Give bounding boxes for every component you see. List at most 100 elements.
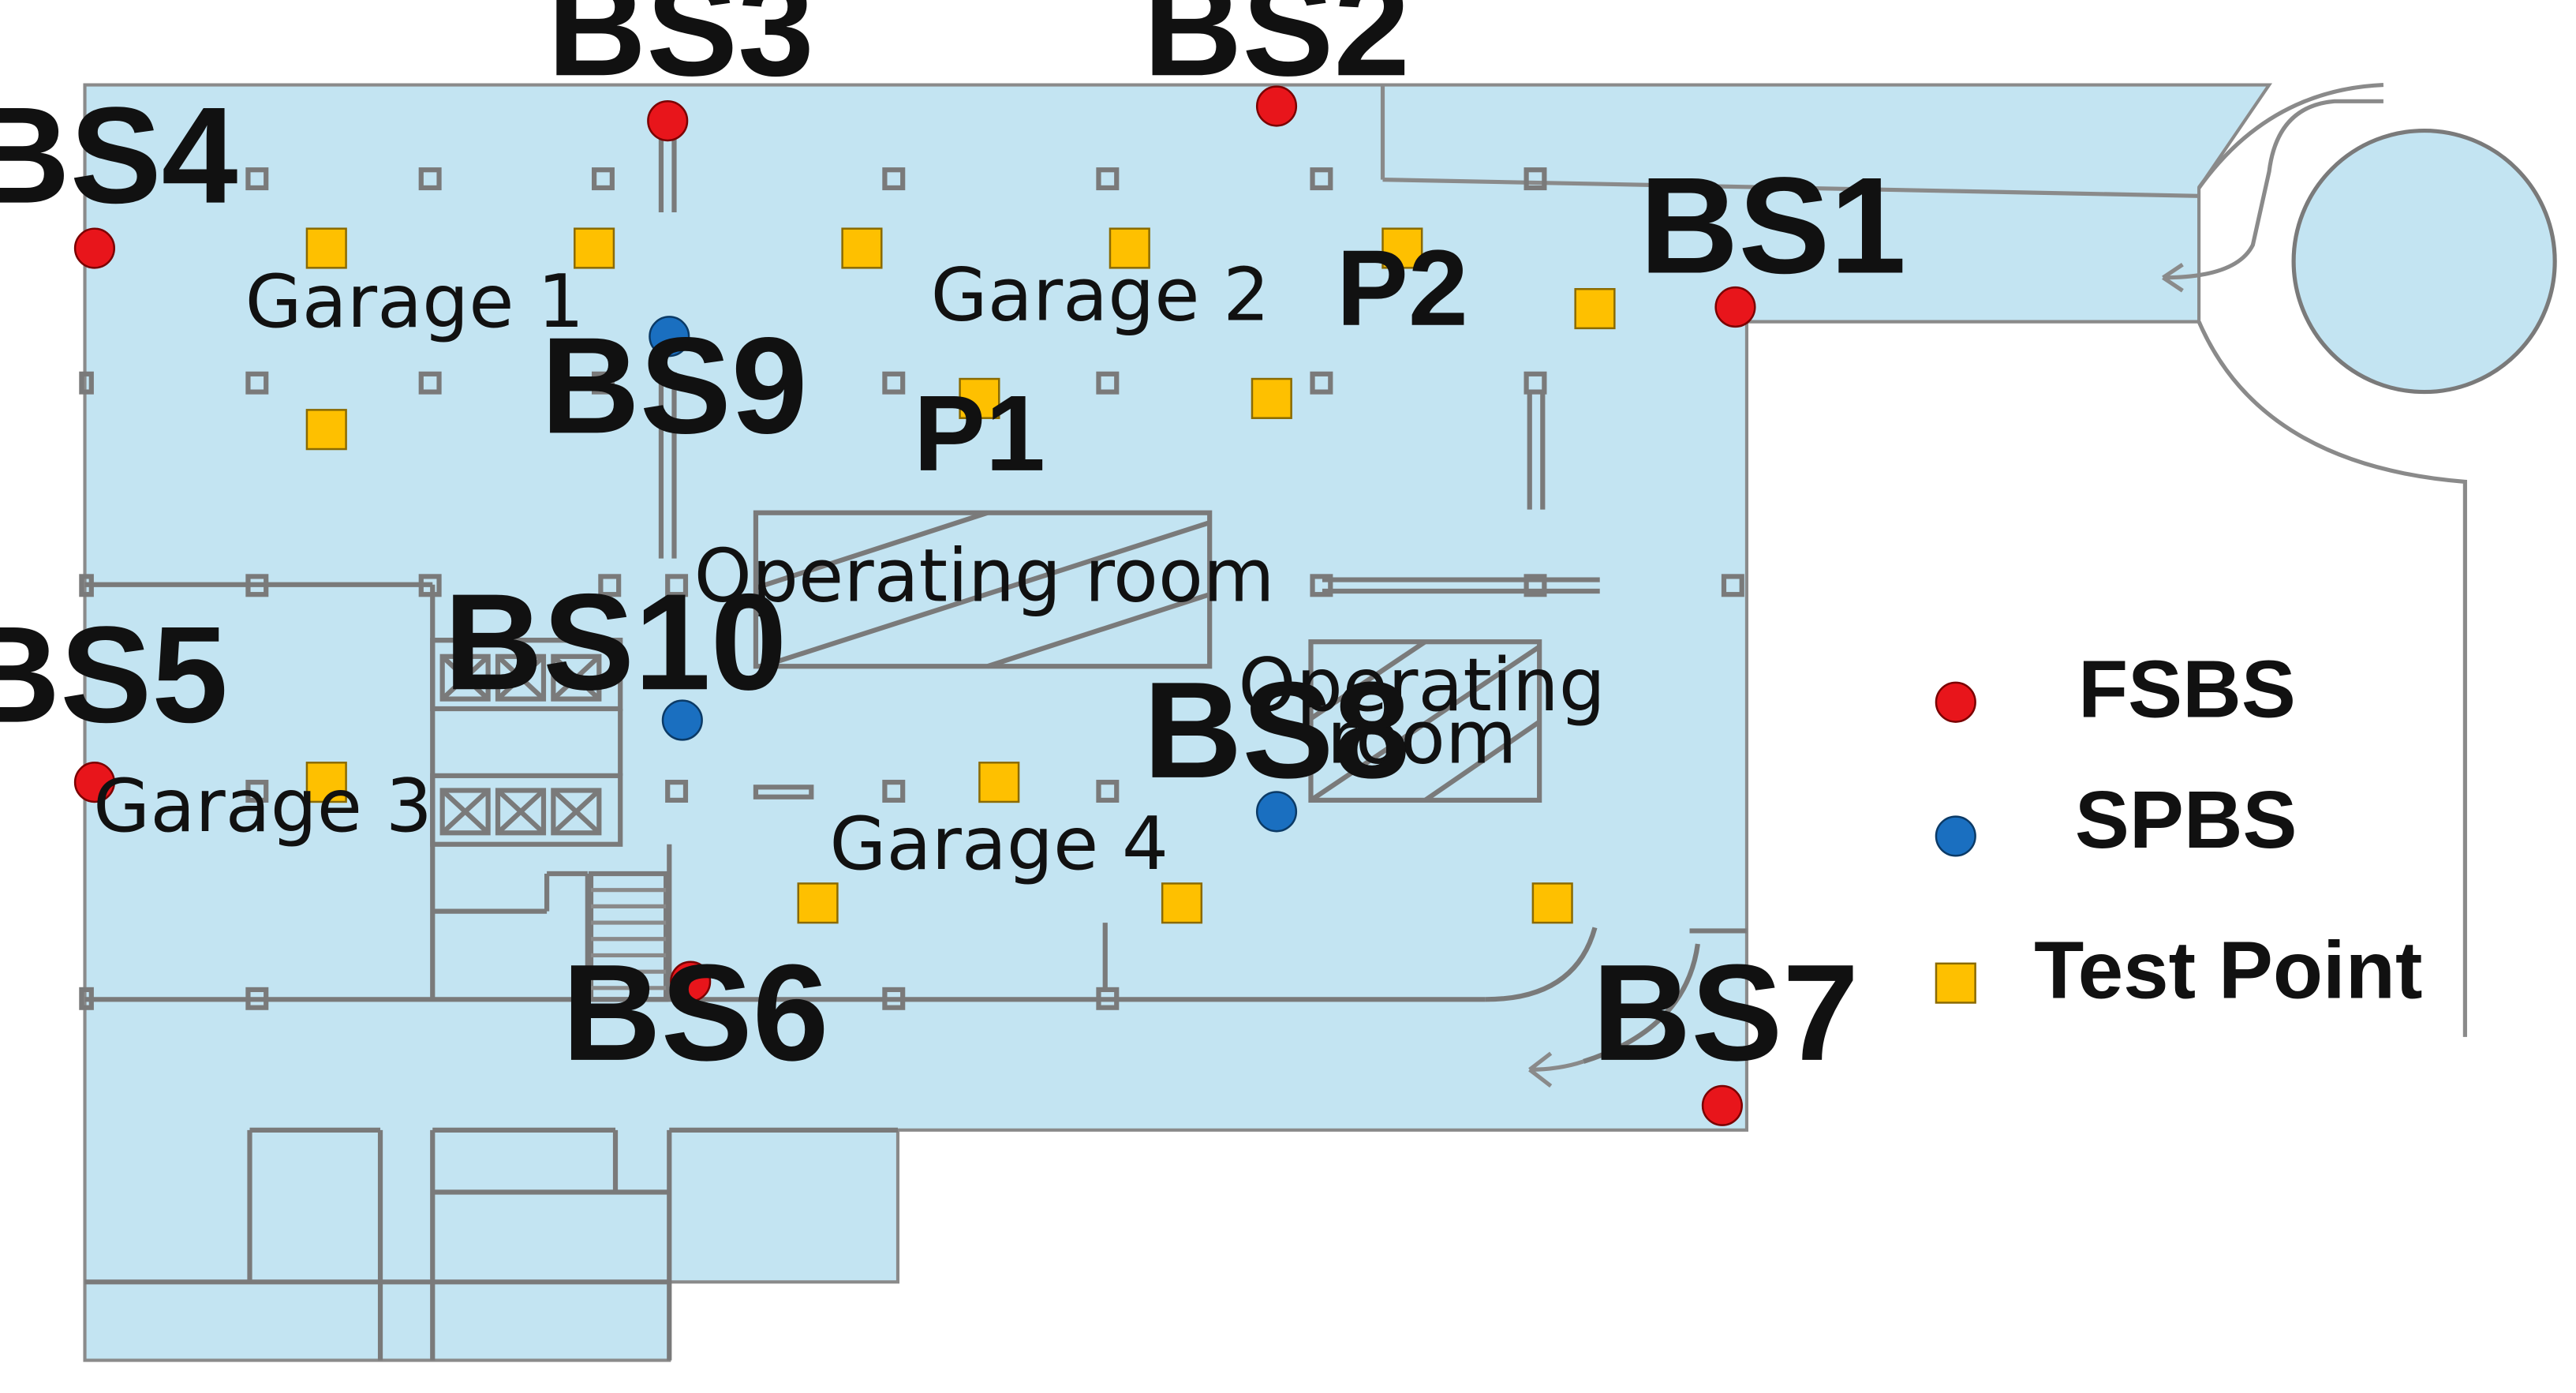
garage-1-label: Garage 1 [245, 259, 585, 344]
bs8-label: BS8 [1143, 653, 1410, 807]
roundabout-island [2291, 128, 2557, 395]
pillar [245, 371, 269, 395]
pillar [79, 574, 94, 597]
test-point [574, 227, 615, 269]
test-point [1251, 377, 1292, 419]
pillar [79, 371, 94, 395]
pillar [592, 371, 615, 395]
pillar [1721, 574, 1744, 597]
bs3-label: BS3 [548, 0, 814, 104]
pillars [79, 167, 1744, 1010]
pillar [1096, 780, 1120, 803]
elevator-box [439, 788, 491, 836]
test-point [305, 227, 347, 269]
legend-test-point-label: Test Point [2034, 923, 2422, 1015]
pillar [245, 780, 269, 803]
test-point [1531, 882, 1573, 924]
operating-room-1-label: Operating room [694, 533, 1275, 618]
test-point [1161, 882, 1203, 924]
bs7-label: BS7 [1592, 936, 1859, 1089]
legend-fsbs-marker [1935, 681, 1976, 723]
bs4-label: BS4 [0, 79, 237, 232]
pillar [1096, 167, 1120, 191]
bs10-label: BS10 [444, 565, 787, 718]
operating-room-1 [753, 510, 1213, 669]
pillar [665, 780, 689, 803]
bs1-label: BS1 [1639, 149, 1906, 302]
bs2-marker [1255, 85, 1298, 127]
interior-walls [84, 122, 1747, 1361]
bs5-marker [73, 762, 116, 803]
legend: FSBS SPBS Test Point [1935, 642, 2422, 1015]
pillar [1096, 371, 1120, 395]
pillar [882, 167, 906, 191]
elevator-box [439, 653, 491, 702]
legend-spbs-marker [1935, 815, 1976, 857]
pillar [245, 987, 269, 1010]
pillar [1524, 574, 1547, 597]
bs6-marker [670, 960, 712, 1002]
operating-room-2 [1308, 639, 1542, 803]
staircase [588, 871, 669, 1002]
pillar [882, 987, 906, 1010]
garage-4-label: Garage 4 [829, 801, 1168, 886]
bs4-marker [73, 227, 116, 269]
elevator-box [551, 788, 602, 836]
elevator-box [495, 788, 547, 836]
garage-3-label: Garage 3 [93, 763, 432, 848]
test-point [978, 762, 1020, 803]
test-point-p2 [1381, 227, 1423, 269]
bs9-label: BS9 [540, 309, 807, 462]
room-labels: Garage 1 Garage 2 Garage 3 Garage 4 Oper… [93, 253, 1606, 886]
pillar [1524, 371, 1547, 395]
pillar [79, 987, 94, 1010]
pillar [1310, 574, 1333, 597]
pillar [882, 371, 906, 395]
pillar [245, 574, 269, 597]
test-point [797, 882, 839, 924]
p2-label: P2 [1337, 227, 1468, 348]
driveway [1380, 83, 2467, 1037]
station-labels: BS1 BS2 BS3 BS4 BS5 BS6 BS7 BS8 BS9 BS10 [0, 0, 1906, 1089]
elevator-shafts [439, 653, 602, 836]
test-point [1109, 227, 1150, 269]
test-point [841, 227, 883, 269]
pillar [245, 167, 269, 191]
operating-room-2-label-line2: room [1327, 695, 1517, 780]
pillar [418, 167, 442, 191]
pillar [418, 574, 442, 597]
legend-test-point-marker [1935, 962, 1976, 1004]
bs8-marker [1255, 791, 1298, 833]
pillar [665, 574, 689, 597]
bs7-marker [1701, 1084, 1743, 1126]
base-stations [73, 85, 1756, 1126]
bs5-label: BS5 [0, 598, 228, 751]
pillar [418, 371, 442, 395]
p1-label: P1 [914, 373, 1045, 493]
pillar [598, 574, 622, 597]
bs6-label: BS6 [562, 936, 828, 1089]
point-labels: P1 P2 [914, 227, 1468, 493]
pillar [592, 167, 615, 191]
elevator-box [551, 653, 602, 702]
garage-2-label: Garage 2 [931, 253, 1270, 338]
pillar [1310, 167, 1333, 191]
legend-fsbs-label: FSBS [2078, 642, 2296, 734]
test-point [305, 409, 347, 451]
bs3-marker [647, 100, 689, 142]
pillar [1524, 167, 1547, 191]
bs1-marker [1714, 286, 1756, 328]
bs10-marker [661, 699, 703, 741]
elevator-box [495, 653, 547, 702]
floor-area [83, 83, 2557, 1362]
test-points [305, 227, 1616, 924]
test-point [1574, 288, 1616, 330]
pillar [1310, 371, 1333, 395]
test-point [305, 762, 347, 803]
test-point-p1 [959, 377, 1000, 419]
bs2-label: BS2 [1143, 0, 1410, 104]
pillar [1096, 987, 1120, 1010]
operating-room-2-label-line1: Operating [1238, 642, 1606, 728]
pillar [882, 780, 906, 803]
